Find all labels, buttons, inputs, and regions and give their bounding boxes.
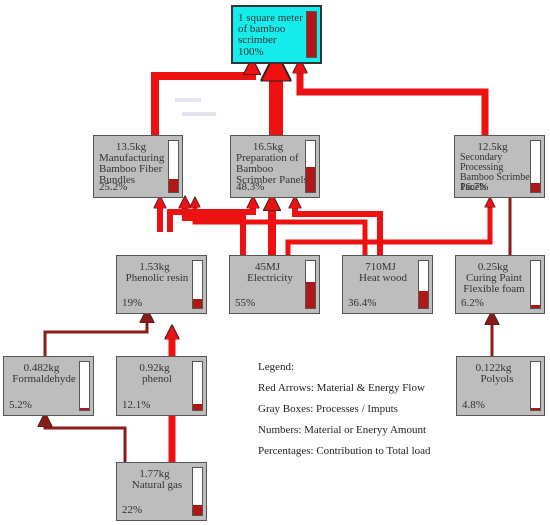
- thin-flows: [43, 198, 512, 462]
- contribution-bar: [305, 260, 316, 309]
- legend-item: Numbers: Material or Eneryy Amount: [258, 424, 427, 436]
- node-electricity: 45MJ Electricity 55%: [229, 255, 320, 314]
- flow-formaldehyde-to-phenolic: [43, 314, 147, 356]
- contribution-bar-fill: [307, 12, 316, 57]
- contribution-bar-fill: [531, 305, 540, 308]
- node-percent: 36.4%: [348, 297, 377, 309]
- node-phenol: 0.92kg phenol 12.1%: [116, 356, 207, 416]
- node-formaldehyde: 0.482kg Formaldehyde 5.2%: [3, 356, 94, 416]
- contribution-bar-fill: [80, 407, 89, 410]
- contribution-bar-fill: [419, 290, 428, 308]
- flow-heatwood-to-fiber: [195, 202, 368, 255]
- node-name: Natural gas: [131, 479, 183, 491]
- node-percent: 22%: [122, 504, 143, 516]
- contribution-bar-fill: [306, 167, 315, 192]
- node-name: Polyols: [480, 373, 514, 385]
- node-quantity: 0.92kg: [139, 362, 170, 374]
- node-curing: 0.25kg Curing Paint Flexible foam 6.2%: [455, 255, 545, 314]
- legend-item: Gray Boxes: Processes / Imputs: [258, 403, 398, 415]
- node-polyols: 0.122kg Polyols 4.8%: [456, 356, 545, 416]
- node-percent: 19%: [122, 297, 143, 309]
- node-name: Secondary Processing Bamboo Scrimber Pan…: [460, 152, 534, 193]
- node-percent: 12.1%: [122, 399, 151, 411]
- node-secondary: 12.5kg Secondary Processing Bamboo Scrim…: [454, 135, 545, 198]
- contribution-bar: [192, 260, 203, 309]
- flow-phenolic-to-panels: [167, 202, 253, 232]
- contribution-bar-fill: [531, 183, 540, 192]
- node-quantity: 1.77kg: [139, 468, 170, 480]
- node-quantity: 1.53kg: [139, 261, 170, 273]
- node-quantity: 45MJ: [254, 261, 281, 273]
- node-natgas: 1.77kg Natural gas 22%: [116, 462, 207, 521]
- contribution-bar: [530, 140, 541, 193]
- node-phenolic: 1.53kg Phenolic resin 19%: [116, 255, 207, 314]
- legend-title: Legend:: [258, 361, 295, 373]
- faint-watermark: [175, 98, 216, 116]
- node-name: Formaldehyde: [12, 373, 76, 385]
- node-name: phenol: [142, 373, 172, 385]
- node-name: Manufacturing Bamboo Fiber Bundles: [99, 152, 165, 186]
- node-quantity: 13.5kg: [115, 141, 147, 153]
- node-percent: 48.3%: [236, 181, 265, 193]
- contribution-bar-fill: [193, 404, 202, 410]
- contribution-bar: [306, 11, 317, 58]
- node-name: Phenolic resin: [125, 272, 189, 284]
- node-percent: 4.8%: [462, 399, 485, 411]
- node-name: 1 square meter of bamboo scrimber: [238, 12, 303, 46]
- contribution-bar-fill: [193, 299, 202, 308]
- flow-fiber-to-scrimber: [151, 66, 252, 135]
- legend: Legend: Red Arrows: Material & Energy Fl…: [258, 357, 431, 462]
- contribution-bar: [530, 260, 541, 309]
- node-name: Heat wood: [359, 272, 407, 284]
- contribution-bar: [79, 361, 90, 411]
- contribution-bar: [168, 140, 179, 193]
- contribution-bar-fill: [306, 282, 315, 308]
- flow-secondary-to-scrimber: [300, 66, 489, 135]
- contribution-bar-fill: [193, 504, 202, 515]
- node-percent: 16.7%: [460, 181, 489, 193]
- flow-natgas-to-formaldehyde: [45, 418, 127, 462]
- flow-electricity-to-secondary: [285, 202, 490, 255]
- node-quantity: 0.482kg: [23, 362, 60, 374]
- node-quantity: 12.5kg: [477, 141, 508, 153]
- contribution-bar: [530, 361, 541, 411]
- node-percent: 25.2%: [99, 181, 128, 193]
- contribution-bar-fill: [169, 179, 178, 192]
- node-percent: 100%: [238, 46, 264, 58]
- node-quantity: 0.122kg: [475, 362, 512, 374]
- contribution-bar: [192, 361, 203, 411]
- contribution-bar: [192, 467, 203, 516]
- flow-heatwood-to-panels: [295, 202, 383, 255]
- contribution-bar: [305, 140, 316, 193]
- legend-item: Red Arrows: Material & Energy Flow: [258, 382, 425, 394]
- node-fiber: 13.5kg Manufacturing Bamboo Fiber Bundle…: [93, 135, 183, 198]
- node-percent: 5.2%: [9, 399, 32, 411]
- node-name: Preparation of Bamboo Scrimber Panels: [236, 152, 308, 186]
- legend-item: Percentages: Contribution to Total load: [258, 445, 431, 457]
- node-quantity: 710MJ: [365, 261, 396, 273]
- node-heatwood: 710MJ Heat wood 36.4%: [342, 255, 433, 314]
- node-scrimber: 1 square meter of bamboo scrimber 100%: [231, 5, 322, 64]
- node-name: Curing Paint Flexible foam: [463, 272, 525, 295]
- node-percent: 55%: [235, 297, 256, 309]
- node-panels: 16.5kg Preparation of Bamboo Scrimber Pa…: [230, 135, 320, 198]
- contribution-bar-fill: [531, 407, 540, 410]
- node-name: Electricity: [247, 272, 293, 284]
- node-quantity: 16.5kg: [252, 141, 284, 153]
- node-percent: 6.2%: [461, 297, 484, 309]
- contribution-bar: [418, 260, 429, 309]
- node-quantity: 0.25kg: [477, 261, 509, 273]
